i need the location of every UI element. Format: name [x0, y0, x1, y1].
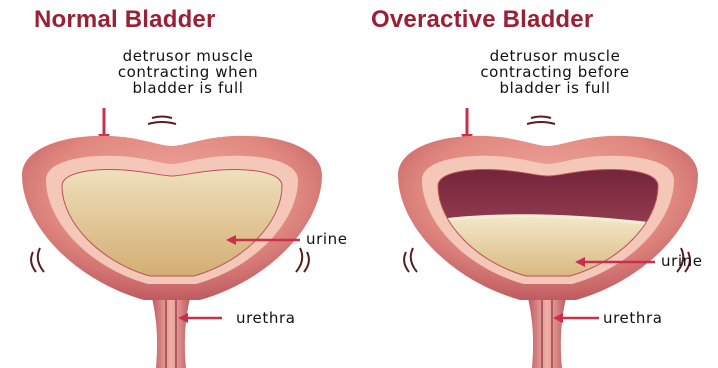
normal-bladder-panel: Normal Bladder detrusor muscle contracti…: [0, 0, 359, 368]
overactive-urethra: [526, 290, 568, 368]
contraction-marks-right: [296, 248, 309, 272]
overactive-bladder-panel: Overactive Bladder detrusor muscle contr…: [359, 0, 718, 368]
contraction-marks-left: [404, 248, 417, 272]
contraction-marks-top: [527, 117, 555, 125]
normal-bladder-illustration: [0, 0, 359, 368]
normal-urine-label: urine: [306, 230, 348, 248]
contraction-marks-left: [31, 248, 44, 272]
overactive-bladder-illustration: [359, 0, 718, 368]
overactive-urethra-label: urethra: [603, 309, 663, 327]
overactive-urine-label: urine: [661, 252, 703, 270]
normal-urethra-label: urethra: [236, 309, 296, 327]
contraction-marks-top: [148, 117, 176, 125]
normal-urethra: [150, 290, 192, 368]
